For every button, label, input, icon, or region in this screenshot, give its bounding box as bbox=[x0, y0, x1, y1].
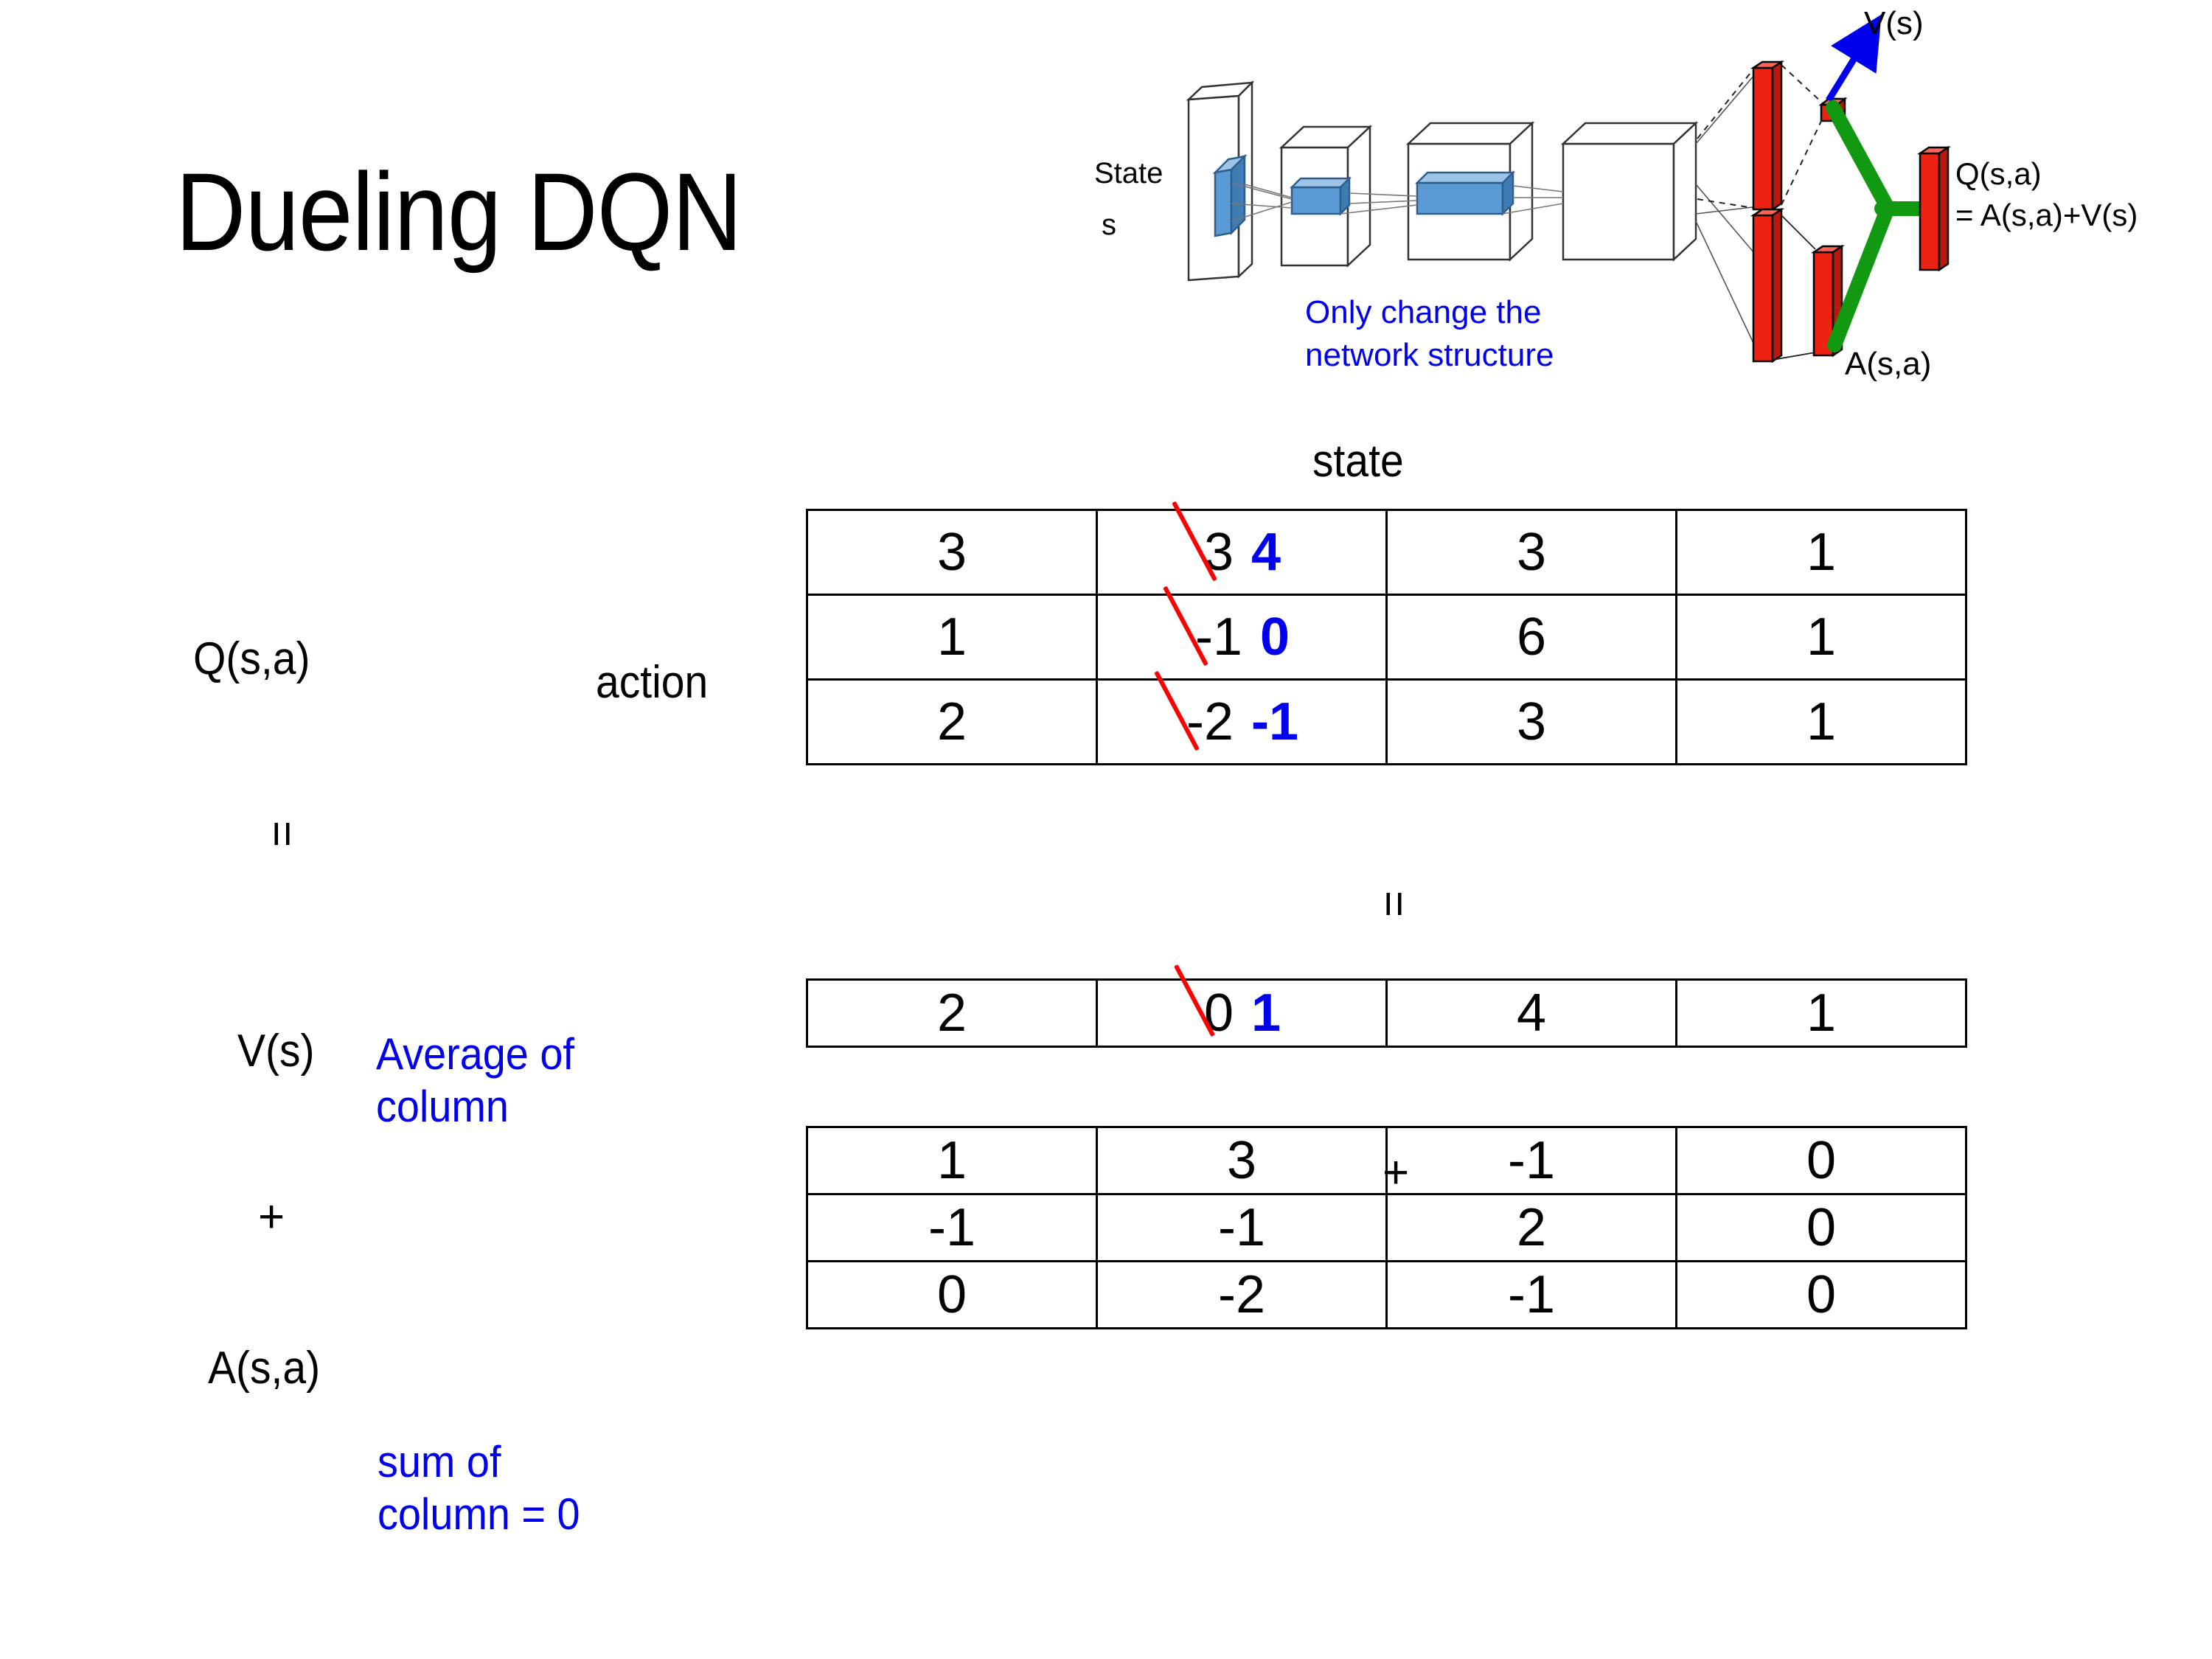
table-cell: -1 bbox=[1385, 1260, 1677, 1329]
table-cell: 0 bbox=[1675, 1126, 1967, 1195]
table-cell: 1 bbox=[806, 1126, 1098, 1195]
diagram-note-line1: Only change the bbox=[1305, 294, 1541, 330]
updated-value: 4 bbox=[1251, 523, 1281, 582]
table-cell: 3 bbox=[1385, 678, 1677, 765]
table-cell: -1 bbox=[1385, 1126, 1677, 1195]
equals-sign-q-to-v: = bbox=[257, 820, 307, 848]
label-a-function: A(s,a) bbox=[208, 1343, 321, 1394]
table-cell: -1 bbox=[1096, 1193, 1388, 1262]
diagram-v-label: V(s) bbox=[1864, 5, 1924, 41]
strikethrough-mark bbox=[1154, 670, 1200, 751]
updated-value: 1 bbox=[1251, 984, 1281, 1043]
struck-value: -2 bbox=[1154, 670, 1235, 752]
table-cell: 2 bbox=[806, 978, 1098, 1048]
table-cell: 0 bbox=[1675, 1193, 1967, 1262]
table-cell: 6 bbox=[1385, 594, 1677, 681]
table-cell: 1 bbox=[1675, 509, 1967, 596]
page-title: Dueling DQN bbox=[175, 150, 742, 274]
diagram-q-label-line2: = A(s,a)+V(s) bbox=[1955, 198, 2138, 232]
struck-value: 3 bbox=[1172, 501, 1235, 582]
equals-sign-middle: = bbox=[1368, 890, 1419, 918]
diagram-q-label-line1: Q(s,a) bbox=[1955, 156, 2042, 191]
table-cell: 2 bbox=[806, 678, 1098, 765]
label-q-function: Q(s,a) bbox=[193, 633, 310, 684]
diagram-note-line2: network structure bbox=[1305, 337, 1554, 373]
note-sum-of-column: sum of column = 0 bbox=[378, 1437, 580, 1539]
table-cell: -1 0 bbox=[1096, 585, 1388, 681]
table-cell: 4 bbox=[1385, 978, 1677, 1048]
table-cell: -1 bbox=[806, 1193, 1098, 1262]
table-cell: 1 bbox=[1675, 978, 1967, 1048]
table-cell: 0 bbox=[806, 1260, 1098, 1329]
table-cell: -2 bbox=[1096, 1260, 1388, 1329]
label-v-function: V(s) bbox=[237, 1026, 315, 1077]
diagram-state-label: State bbox=[1094, 157, 1163, 189]
note-average-of-column: Average of column bbox=[376, 1029, 574, 1131]
table-cell: -2 -1 bbox=[1096, 670, 1388, 765]
strikethrough-mark bbox=[1173, 964, 1215, 1037]
updated-value: 0 bbox=[1259, 608, 1290, 667]
strikethrough-mark bbox=[1163, 585, 1208, 667]
table-cell: 1 bbox=[1675, 678, 1967, 765]
table-cell: 3 bbox=[1096, 1126, 1388, 1195]
plus-sign-v-to-a: + bbox=[258, 1192, 285, 1242]
table-cell: 1 bbox=[806, 594, 1098, 681]
struck-value: -1 bbox=[1163, 585, 1244, 667]
axis-label-action: action bbox=[596, 657, 709, 708]
dueling-network-diagram: State s V(s) A(s,a) Q(s,a) = A(s,a)+V(s)… bbox=[1091, 0, 2212, 413]
table-cell: 0 bbox=[1675, 1260, 1967, 1329]
strikethrough-mark bbox=[1172, 501, 1217, 582]
struck-value: 0 bbox=[1173, 964, 1235, 1043]
updated-value: -1 bbox=[1251, 692, 1299, 751]
table-cell: 1 bbox=[1675, 594, 1967, 681]
table-cell: 2 bbox=[1385, 1193, 1677, 1262]
axis-label-state: state bbox=[1312, 436, 1404, 487]
diagram-a-label: A(s,a) bbox=[1845, 346, 1931, 382]
diagram-state-sublabel: s bbox=[1102, 209, 1116, 241]
table-cell: 3 bbox=[806, 509, 1098, 596]
table-cell: 3 bbox=[1385, 509, 1677, 596]
